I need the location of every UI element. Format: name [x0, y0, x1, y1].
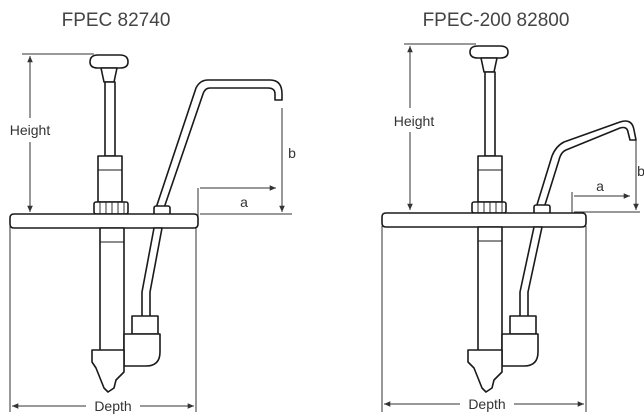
right-intake-foot: [467, 349, 503, 393]
left-upper-cylinder: [97, 155, 123, 203]
right-discharge-tube: [519, 226, 543, 319]
right-height-label: Height: [394, 113, 435, 129]
right-title: FPEC-200 82800: [423, 10, 570, 31]
right-depth-label: Depth: [468, 396, 505, 412]
right-valve-body: [501, 333, 539, 367]
left-pump-diagram: FPEC 82740 Height Depth a b: [9, 10, 296, 414]
right-lid: [381, 212, 587, 228]
left-depth-label: Depth: [94, 398, 131, 414]
left-valve-housing: [131, 315, 159, 335]
left-height-label: Height: [10, 122, 51, 138]
right-pump-diagram: FPEC-200 82800 Height Depth a b: [381, 10, 644, 412]
left-intake-foot: [91, 349, 125, 393]
left-spout: [155, 79, 283, 209]
left-title: FPEC 82740: [62, 10, 171, 31]
left-knob-neck: [100, 67, 118, 83]
right-a-label: a: [596, 178, 604, 194]
right-valve-housing: [509, 315, 537, 335]
right-spout: [535, 120, 637, 209]
left-a-label: a: [240, 194, 248, 210]
left-discharge-tube: [141, 227, 163, 319]
right-b-label: b: [637, 163, 644, 179]
right-nut: [471, 201, 507, 214]
left-nut: [93, 201, 129, 215]
right-plunger-rod: [484, 71, 496, 157]
left-plunger-knob: [89, 54, 129, 69]
left-plunger-rod: [104, 81, 116, 157]
right-knob-neck: [480, 57, 498, 73]
left-lower-tube: [99, 227, 125, 353]
left-b-label: b: [288, 145, 296, 161]
right-plunger-knob: [469, 45, 509, 59]
left-lid: [9, 213, 199, 229]
right-lower-tube: [477, 226, 503, 352]
left-valve-body: [123, 333, 161, 367]
right-upper-cylinder: [477, 155, 503, 203]
